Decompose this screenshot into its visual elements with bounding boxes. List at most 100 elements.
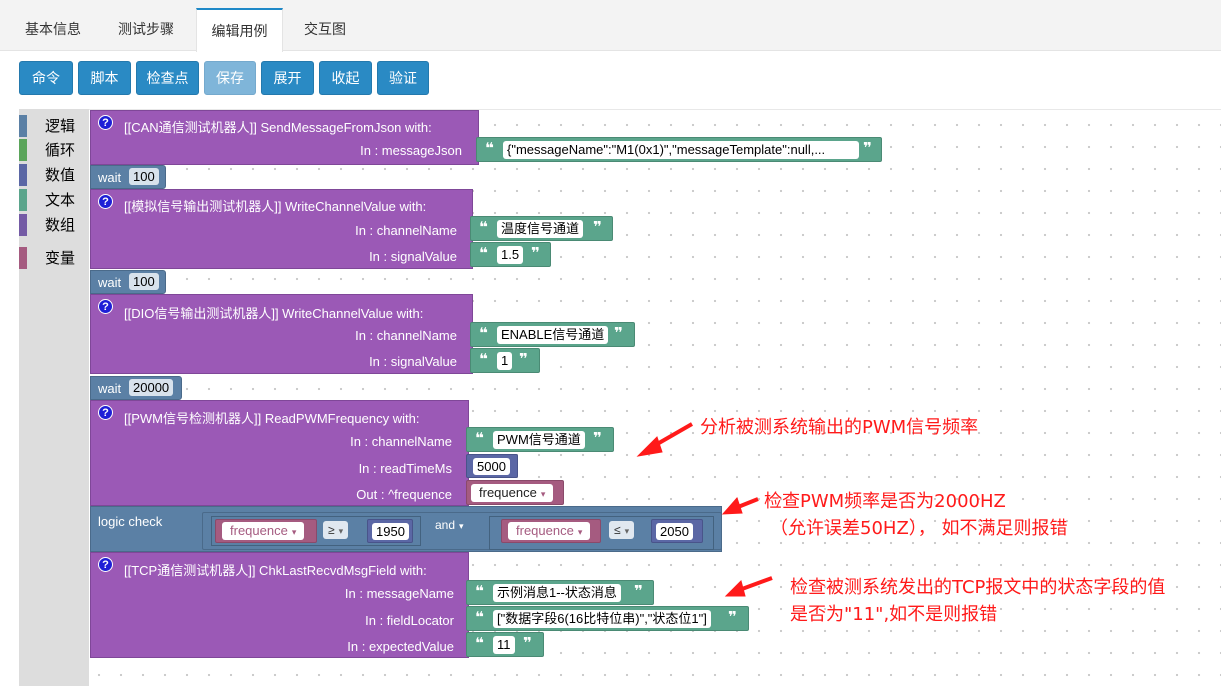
signal-value-field[interactable]: 1.5 (497, 246, 524, 264)
quote-open-icon: ❝ (479, 245, 488, 262)
variable-select[interactable]: frequence▾ (222, 522, 305, 540)
category-text[interactable]: 文本 (19, 189, 89, 211)
text-value-block[interactable]: ❝ PWM信号通道 ❞ (466, 427, 614, 452)
quote-open-icon: ❝ (475, 430, 484, 447)
pwm-read-frequency-block[interactable]: ? [[PWM信号检测机器人]] ReadPWMFrequency with: … (90, 400, 469, 506)
chevron-down-icon: ▾ (291, 527, 297, 537)
analog-write-channel-block[interactable]: ? [[模拟信号输出测试机器人]] WriteChannelValue with… (90, 189, 473, 269)
text-value-block[interactable]: ❝ 1.5 ❞ (470, 242, 551, 267)
variable-block[interactable]: frequence▾ (501, 519, 601, 543)
chevron-down-icon: ▾ (577, 527, 583, 537)
text-value-block[interactable]: ❝ 示例消息1--状态消息 ❞ (466, 580, 654, 605)
tcp-check-field-block[interactable]: ? [[TCP通信测试机器人]] ChkLastRecvdMsgField wi… (90, 552, 469, 658)
expected-value-field[interactable]: 11 (493, 636, 515, 654)
quote-open-icon: ❝ (479, 219, 488, 236)
can-send-message-block[interactable]: ? [[CAN通信测试机器人]] SendMessageFromJson wit… (90, 110, 479, 165)
variable-select[interactable]: frequence▾ (471, 484, 554, 502)
logic-operator-select[interactable]: and▾ (430, 516, 469, 534)
threshold-min-field[interactable]: 1950 (372, 523, 409, 540)
verify-button[interactable]: 验证 (377, 61, 429, 95)
param-label: In : readTimeMs (358, 461, 452, 476)
param-label: Out : ^frequence (356, 487, 452, 502)
tab-test-steps[interactable]: 测试步骤 (118, 22, 174, 38)
category-array[interactable]: 数组 (19, 214, 89, 236)
channel-name-field[interactable]: PWM信号通道 (493, 431, 585, 449)
category-label: 变量 (45, 249, 76, 267)
text-value-block[interactable]: ❝ 1 ❞ (470, 348, 540, 373)
annotation-pwm-read: 分析被测系统输出的PWM信号频率 (700, 417, 979, 438)
category-label: 循环 (45, 141, 76, 159)
help-icon[interactable]: ? (98, 194, 113, 209)
quote-close-icon: ❞ (728, 609, 737, 626)
channel-name-field[interactable]: 温度信号通道 (497, 220, 584, 238)
help-icon[interactable]: ? (98, 405, 113, 420)
tab-edit-case[interactable]: 编辑用例 (196, 8, 283, 52)
category-label: 数值 (45, 166, 76, 184)
category-logic[interactable]: 逻辑 (19, 115, 89, 137)
variable-name: frequence (230, 523, 288, 538)
variable-name: frequence (479, 485, 537, 500)
script-button[interactable]: 脚本 (78, 61, 131, 95)
text-value-block[interactable]: ❝ 11 ❞ (466, 632, 544, 657)
read-time-field[interactable]: 5000 (473, 458, 510, 475)
quote-close-icon: ❞ (614, 325, 623, 342)
text-value-block[interactable]: ❝ 温度信号通道 ❞ (470, 216, 613, 241)
tab-interaction-diagram[interactable]: 交互图 (304, 22, 346, 38)
operator-select[interactable]: ≥▾ (323, 521, 349, 539)
category-math[interactable]: 数值 (19, 164, 89, 186)
logic-check-block[interactable]: logic check frequence▾ ≥▾ 1950 and▾ freq… (90, 506, 722, 552)
number-value-block[interactable]: 2050 (651, 519, 703, 543)
block-title: [[DIO信号输出测试机器人]] WriteChannelValue with: (124, 306, 424, 321)
chevron-down-icon: ▾ (540, 489, 546, 499)
text-value-block[interactable]: ❝ {"messageName":"M1(0x1)","messageTempl… (476, 137, 882, 162)
dio-write-channel-block[interactable]: ? [[DIO信号输出测试机器人]] WriteChannelValue wit… (90, 294, 473, 374)
tab-basic-info[interactable]: 基本信息 (25, 22, 81, 38)
quote-close-icon: ❞ (863, 140, 872, 157)
annotation-pwm-check-line2: （允许误差50HZ）， 如不满足则报错 (770, 518, 1068, 539)
signal-value-field[interactable]: 1 (497, 352, 513, 370)
quote-open-icon: ❝ (479, 325, 488, 342)
wait-label: wait (98, 381, 122, 396)
quote-close-icon: ❞ (523, 635, 532, 652)
channel-name-field[interactable]: ENABLE信号通道 (497, 326, 609, 344)
field-locator-field[interactable]: ["数据字段6(16比特位串)","状态位1"] (493, 610, 711, 628)
save-button[interactable]: 保存 (204, 61, 256, 95)
expand-button[interactable]: 展开 (261, 61, 314, 95)
command-button[interactable]: 命令 (19, 61, 73, 95)
message-json-field[interactable]: {"messageName":"M1(0x1)","messageTemplat… (503, 141, 859, 159)
category-loop[interactable]: 循环 (19, 139, 89, 161)
category-variable[interactable]: 变量 (19, 247, 89, 269)
variable-block[interactable]: frequence▾ (466, 480, 564, 505)
help-icon[interactable]: ? (98, 115, 113, 130)
param-label: In : expectedValue (347, 639, 454, 654)
threshold-max-field[interactable]: 2050 (656, 523, 693, 540)
text-value-block[interactable]: ❝ ENABLE信号通道 ❞ (470, 322, 635, 347)
param-label: In : signalValue (369, 354, 457, 369)
operator-select[interactable]: ≤▾ (609, 521, 635, 539)
text-value-block[interactable]: ❝ ["数据字段6(16比特位串)","状态位1"] ❞ (466, 606, 749, 631)
quote-close-icon: ❞ (634, 583, 643, 600)
message-name-field[interactable]: 示例消息1--状态消息 (493, 584, 621, 602)
variable-select[interactable]: frequence▾ (508, 522, 591, 540)
wait-value-field[interactable]: 20000 (129, 379, 174, 396)
annotation-tcp-check-line2: 是否为"11",如不是则报错 (790, 604, 998, 625)
annotation-pwm-check-line1: 检查PWM频率是否为2000HZ (764, 491, 1006, 512)
help-icon[interactable]: ? (98, 299, 113, 314)
help-icon[interactable]: ? (98, 557, 113, 572)
param-label: In : channelName (355, 223, 457, 238)
number-value-block[interactable]: 5000 (466, 454, 518, 478)
wait-value-field[interactable]: 100 (129, 168, 159, 185)
wait-block[interactable]: wait 100 (90, 165, 166, 189)
wait-value-field[interactable]: 100 (129, 273, 159, 290)
category-label: 逻辑 (45, 117, 76, 135)
wait-block[interactable]: wait 100 (90, 270, 166, 294)
param-label: In : messageName (344, 586, 454, 601)
param-label: In : fieldLocator (365, 613, 454, 628)
variable-block[interactable]: frequence▾ (215, 519, 317, 543)
collapse-button[interactable]: 收起 (319, 61, 372, 95)
param-label: In : messageJson (360, 143, 462, 158)
number-value-block[interactable]: 1950 (367, 519, 413, 543)
checkpoint-button[interactable]: 检查点 (136, 61, 199, 95)
quote-close-icon: ❞ (531, 245, 540, 262)
wait-block[interactable]: wait 20000 (90, 376, 182, 400)
